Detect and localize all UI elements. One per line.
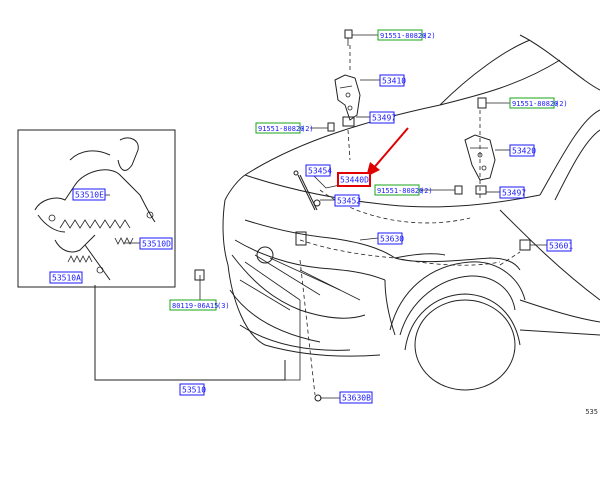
hood-support-rod (293, 170, 321, 211)
part-number-text: 53630B (342, 394, 371, 403)
part-number-text: 91551-80820 (512, 100, 558, 108)
part-label-91551-80820-right[interactable]: 91551-80820 (2) (509, 97, 568, 109)
label-leaders (97, 34, 547, 399)
car-outline (222, 34, 600, 391)
hinge-left (334, 29, 361, 127)
lock-inset (17, 129, 286, 381)
part-number-text: 91551-80820 (377, 187, 423, 195)
part-label-53452[interactable]: 53452 (334, 194, 361, 207)
part-number-text: 53452 (337, 197, 361, 206)
hinge-right (464, 97, 496, 195)
part-label-53510A[interactable]: 53510A (49, 271, 83, 284)
part-label-53510D[interactable]: 53510D (139, 237, 173, 250)
quantity-text: (2) (555, 100, 568, 108)
part-number-text: 53420 (512, 147, 536, 156)
part-number-text: 53440D (340, 176, 369, 185)
highlight-arrow (366, 127, 409, 177)
part-number-text: 53454 (308, 167, 332, 176)
part-label-53440D[interactable]: 53440D (337, 172, 371, 187)
part-label-53630B[interactable]: 53630B (339, 391, 373, 404)
part-label-53497-left[interactable]: 53497 (369, 111, 396, 124)
part-number-text: 53630 (380, 235, 404, 244)
part-label-53601[interactable]: 53601 (546, 239, 573, 252)
part-number-text: 80119-06A15 (172, 302, 218, 310)
part-number-text: 53510D (142, 240, 171, 249)
diagram-code: 535 (585, 408, 598, 416)
part-number-text: 53410 (382, 77, 406, 86)
part-label-91551-80820-left[interactable]: 91551-80820 (2) (255, 122, 314, 134)
part-number-text: 53510 (182, 386, 206, 395)
part-number-text: 91551-80820 (258, 125, 304, 133)
part-label-53510[interactable]: 53510 (179, 383, 206, 396)
quantity-text: (3) (217, 302, 230, 310)
part-label-53454[interactable]: 53454 (305, 164, 332, 177)
part-label-53497-right[interactable]: 53497 (499, 186, 526, 199)
part-label-80119-06A15[interactable]: 80119-06A15 (3) (169, 299, 230, 311)
part-number-text: 53497 (372, 114, 396, 123)
part-number-text: 53601 (549, 242, 573, 251)
part-label-91551-80820-top[interactable]: 91551-80820 (2) (377, 29, 436, 41)
part-label-53630[interactable]: 53630 (377, 232, 404, 245)
part-label-91551-80820-mid[interactable]: 91551-80820 (2) (374, 184, 433, 196)
leader-lines (299, 45, 521, 396)
quantity-text: (2) (420, 187, 433, 195)
quantity-text: (2) (423, 32, 436, 40)
part-number-text: 53510E (75, 191, 104, 200)
part-label-53510E[interactable]: 53510E (72, 188, 106, 201)
quantity-text: (2) (301, 125, 314, 133)
part-number-text: 53510A (52, 274, 81, 283)
part-label-53410[interactable]: 53410 (379, 74, 406, 87)
part-number-text: 91551-80820 (380, 32, 426, 40)
part-number-text: 53497 (502, 189, 526, 198)
part-label-53420[interactable]: 53420 (509, 144, 536, 157)
